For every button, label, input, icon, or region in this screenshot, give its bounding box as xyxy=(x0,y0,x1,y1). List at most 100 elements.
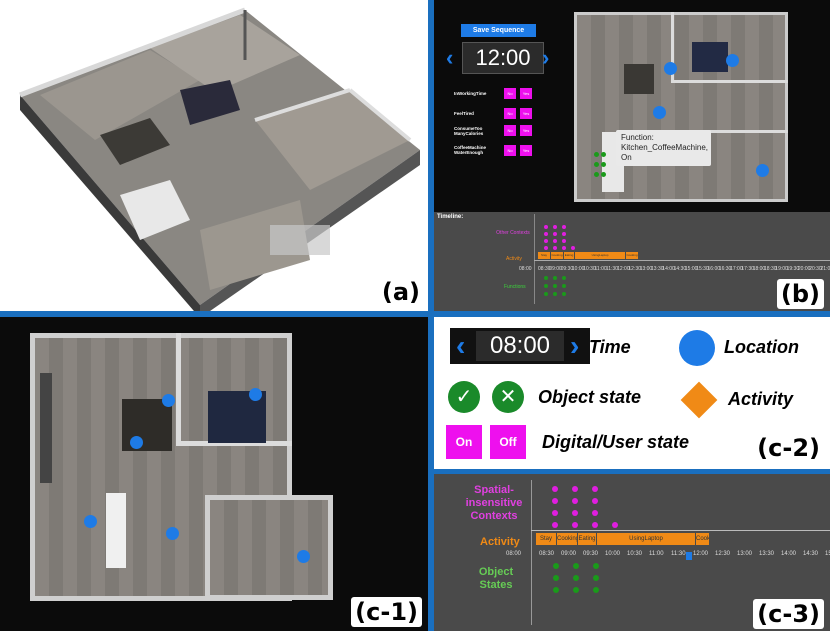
timeline-tick: 17:00 xyxy=(730,266,743,272)
object-state-icon[interactable] xyxy=(594,172,599,177)
timeline-tick: 10:00 xyxy=(571,266,585,272)
time-prev-icon[interactable]: ‹ xyxy=(446,45,454,70)
object-state-dot xyxy=(553,587,559,593)
timeline-tick: 19:00 xyxy=(775,266,788,272)
legend-activity-label: Activity xyxy=(728,389,794,409)
object-state-dot xyxy=(573,587,579,593)
context-dot xyxy=(552,510,558,516)
activity-bar: Stay xyxy=(538,252,550,259)
context-dot xyxy=(562,246,566,250)
check-icon: ✓ xyxy=(448,381,480,413)
object-state-dot xyxy=(573,563,579,569)
context-dot xyxy=(562,232,566,236)
location-dot[interactable] xyxy=(756,164,769,177)
timeline-tick: 09:30 xyxy=(560,266,574,272)
context-dot xyxy=(572,486,578,492)
timeline-tick: 16:30 xyxy=(718,266,732,272)
timeline-start-time: 08:00 xyxy=(519,266,532,272)
label-c1: (c-1) xyxy=(351,597,422,627)
object-state-icon[interactable] xyxy=(594,162,599,167)
context-dot xyxy=(544,239,548,243)
object-state-icon[interactable] xyxy=(594,152,599,157)
activity-bar: Cooking xyxy=(557,533,577,545)
legend-time-label: Time xyxy=(589,337,631,357)
timeline-row-other: Other Contexts xyxy=(496,230,530,236)
context-dot xyxy=(572,498,578,504)
c3-start-time: 08:00 xyxy=(506,551,522,557)
location-dot[interactable] xyxy=(726,54,739,67)
location-dot[interactable] xyxy=(249,388,262,401)
context-dot xyxy=(553,239,557,243)
timeline-row-functions: Functions xyxy=(504,284,526,290)
mini-floorplan: Function: Kitchen_CoffeeMachine, On xyxy=(574,12,788,202)
activity-diamond-icon xyxy=(680,381,718,419)
activity-bar: Cookin xyxy=(696,533,709,545)
timeline-tick: 13:00 xyxy=(737,551,753,557)
object-state-icon[interactable] xyxy=(601,172,606,177)
row-objects-label: Object States xyxy=(478,566,514,591)
timeline-tick: 11:00 xyxy=(594,266,607,272)
timeline-tick: 16:00 xyxy=(707,266,721,272)
timeline-tick: 14:00 xyxy=(662,266,675,272)
activity-bar: Cooking xyxy=(626,252,638,259)
label-a: (a) xyxy=(377,277,424,307)
state-row-3-no[interactable]: No xyxy=(504,125,516,136)
legend-time-widget: ‹ 08:00 › xyxy=(450,328,590,364)
cross-icon: ✕ xyxy=(492,381,524,413)
state-row-3-yes[interactable]: Yes xyxy=(520,125,532,136)
timeline-tick: 17:30 xyxy=(741,266,754,272)
object-state-dot xyxy=(553,563,559,569)
state-row-4-yes[interactable]: Yes xyxy=(520,145,532,156)
row-activity-label: Activity xyxy=(480,536,520,548)
location-dot[interactable] xyxy=(653,106,666,119)
context-dot xyxy=(572,510,578,516)
timeline-tick: 10:30 xyxy=(627,551,643,557)
time-next-icon[interactable]: › xyxy=(542,45,550,70)
timeline-tick: 09:30 xyxy=(583,551,599,557)
context-dot xyxy=(562,239,566,243)
timeline-tick: 11:30 xyxy=(605,266,618,272)
time-display: 12:00 xyxy=(462,42,544,74)
timeline-title: Timeline: xyxy=(437,214,464,220)
function-dot xyxy=(562,284,566,288)
state-row-1-yes[interactable]: Yes xyxy=(520,88,532,99)
object-state-dot xyxy=(553,575,559,581)
context-dot xyxy=(544,246,548,250)
timeline-tick: 19:30 xyxy=(786,266,800,272)
object-state-icon[interactable] xyxy=(601,162,606,167)
state-row-4-no[interactable]: No xyxy=(504,145,516,156)
function-dot xyxy=(553,284,557,288)
panel-c2: ‹ 08:00 › Time Location ✓ ✕ Object state… xyxy=(434,317,830,469)
timeline-tick: 13:30 xyxy=(651,266,664,272)
object-state-dot xyxy=(593,563,599,569)
timeline-tick: 12:00 xyxy=(617,266,630,272)
floorplan-annex xyxy=(205,495,333,600)
off-button-icon: Off xyxy=(490,425,526,459)
time-cursor[interactable] xyxy=(686,552,692,560)
state-row-1-no[interactable]: No xyxy=(504,88,516,99)
label-c3: (c-3) xyxy=(753,599,824,629)
object-state-icon[interactable] xyxy=(601,152,606,157)
timeline-tick: 15:00 xyxy=(684,266,698,272)
save-sequence-button[interactable]: Save Sequence xyxy=(461,24,536,37)
timeline-tick: 18:30 xyxy=(764,266,777,272)
context-dot xyxy=(553,232,557,236)
state-row-3-label: ConsumeToo ManyCalories xyxy=(454,126,484,136)
context-dot xyxy=(552,486,558,492)
activity-bar: Cooking xyxy=(551,252,563,259)
location-dot[interactable] xyxy=(166,527,179,540)
context-dot xyxy=(592,510,598,516)
state-row-2-no[interactable]: No xyxy=(504,108,516,119)
context-dot xyxy=(553,225,557,229)
location-dot[interactable] xyxy=(84,515,97,528)
state-row-1-label: InWorkingTime xyxy=(454,91,487,96)
location-dot[interactable] xyxy=(664,62,677,75)
object-state-dot xyxy=(593,587,599,593)
location-dot[interactable] xyxy=(130,436,143,449)
function-dot xyxy=(544,284,548,288)
location-icon xyxy=(679,330,715,366)
location-dot[interactable] xyxy=(162,394,175,407)
function-dot xyxy=(562,276,566,280)
location-dot[interactable] xyxy=(297,550,310,563)
state-row-2-yes[interactable]: Yes xyxy=(520,108,532,119)
